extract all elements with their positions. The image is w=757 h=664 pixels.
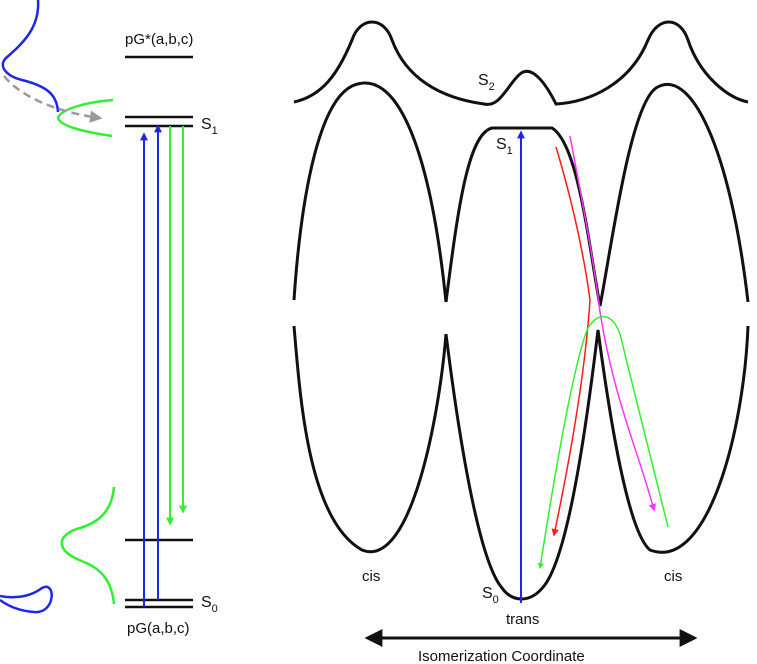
s1-surface-right [444, 82, 750, 307]
emission-spectrum-bottom [60, 486, 116, 605]
right-s1-label: S1 [496, 136, 513, 157]
cis-left-label: cis [362, 568, 380, 585]
s1-surface-left [292, 81, 448, 303]
energy-level-panel: pG*(a,b,c) S1 S0 pG(a,b,c) [0, 0, 218, 637]
coordinate-label: Isomerization Coordinate [418, 648, 585, 664]
pgstar-label: pG*(a,b,c) [125, 31, 193, 48]
pg-label: pG(a,b,c) [127, 620, 190, 637]
right-s2-label: S2 [478, 72, 495, 93]
right-s0-label: S0 [482, 585, 499, 606]
left-s1-label: S1 [201, 116, 218, 137]
magenta-relaxation-path [569, 135, 657, 512]
s0-surface-right [444, 325, 750, 601]
cis-right-label: cis [664, 568, 682, 585]
potential-energy-panel: S2 S1 S0 cis cis trans Isomerization Coo… [292, 20, 750, 664]
absorption-spectrum-top [1, 0, 60, 113]
s2-surface [293, 20, 749, 106]
s0-surface-left [292, 325, 448, 554]
trans-label: trans [506, 611, 539, 628]
left-s0-label: S0 [201, 594, 218, 615]
green-relaxation-path [537, 316, 669, 570]
emission-spectrum-top [56, 98, 114, 138]
red-relaxation-path [551, 146, 591, 537]
absorption-spectrum-bottom [0, 585, 53, 614]
relaxation-arrow [3, 75, 103, 123]
